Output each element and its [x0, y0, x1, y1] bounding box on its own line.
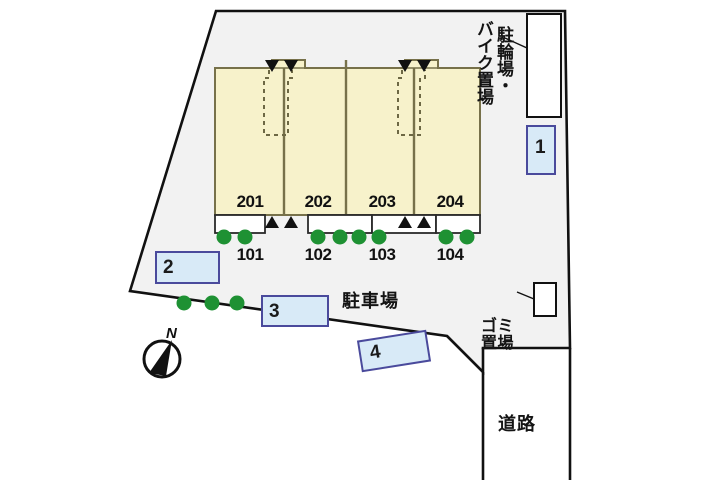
- entry-arrows-top: [265, 60, 431, 72]
- entry-arrows-bottom: [265, 216, 431, 228]
- parking-lot-label: 駐車場: [342, 291, 399, 311]
- shrub-dots-lower: [176, 295, 245, 311]
- road-label: 道路: [498, 414, 536, 434]
- unit-lower-104: 104: [436, 245, 464, 265]
- parking-space-4[interactable]: [356, 329, 432, 373]
- parking-space-3[interactable]: [261, 295, 329, 327]
- unit-block-203-103: 203 103: [352, 157, 412, 300]
- compass-north-label: N: [166, 325, 177, 342]
- unit-upper-203: 203: [368, 191, 396, 211]
- parking-space-2[interactable]: [155, 251, 220, 284]
- bicycle-parking-label-col-left: バイク置場: [474, 20, 493, 105]
- unit-lower-102: 102: [304, 245, 332, 265]
- unit-upper-204: 204: [436, 191, 464, 211]
- road-area: [446, 335, 572, 480]
- bicycle-parking-box: [504, 13, 562, 118]
- parking-space-3-number[interactable]: 3: [269, 301, 280, 322]
- unit-lower-101: 101: [236, 245, 264, 265]
- garbage-area-label: ゴミ置場: [481, 283, 533, 387]
- shrub-dots-building: [216, 229, 475, 245]
- bicycle-parking-label-col-right: 駐輪場・: [494, 26, 513, 94]
- parking-space-1[interactable]: [526, 125, 556, 175]
- unit-upper-202: 202: [304, 191, 332, 211]
- unit-lower-103: 103: [368, 245, 396, 265]
- parking-space-2-number[interactable]: 2: [163, 257, 174, 278]
- garbage-area-label-text: ゴミ置場: [481, 317, 515, 352]
- unit-block-202-102: 202 102: [288, 157, 348, 300]
- unit-block-201-101: 201 101: [220, 157, 280, 300]
- unit-upper-201: 201: [236, 191, 264, 211]
- garbage-area-box: [516, 282, 557, 317]
- compass-rose: [142, 339, 182, 379]
- parking-space-1-number[interactable]: 1: [535, 137, 546, 158]
- unit-block-204-104: 204 104: [420, 157, 480, 300]
- apartment-building: [214, 59, 481, 216]
